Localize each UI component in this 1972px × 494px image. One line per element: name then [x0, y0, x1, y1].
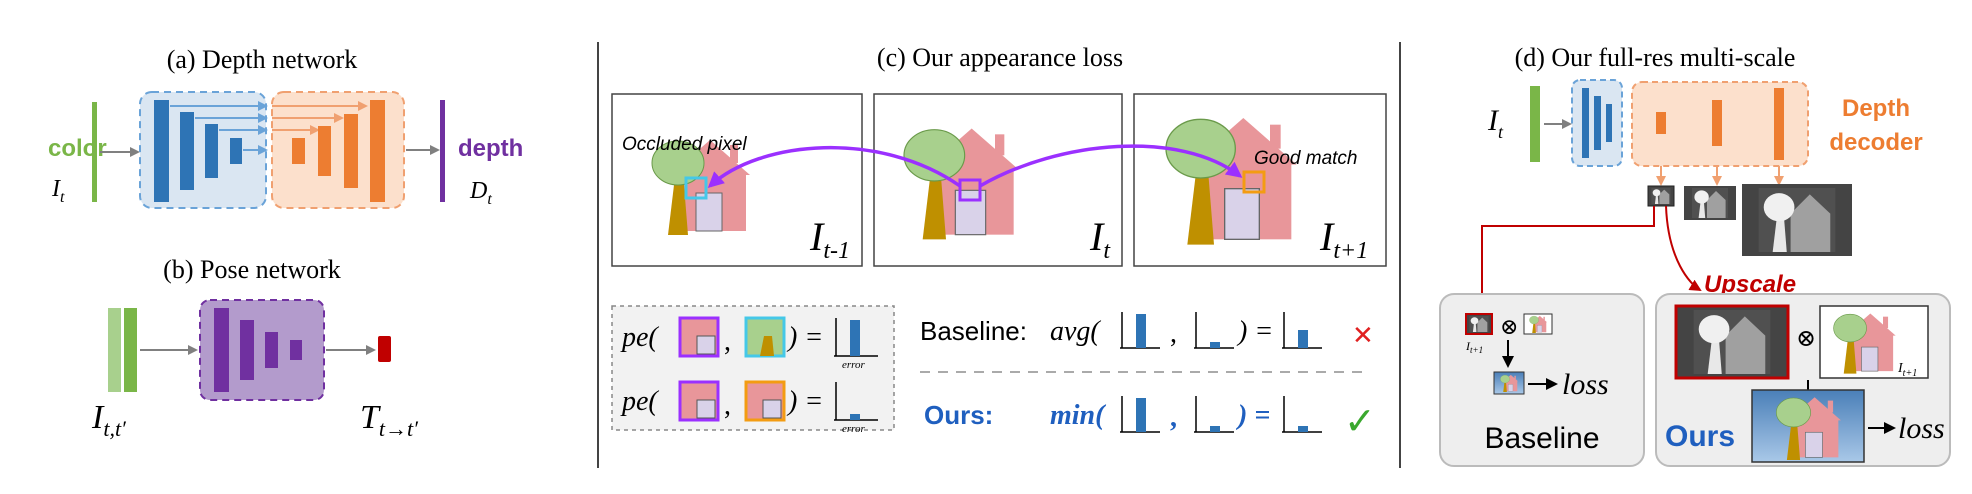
decoder-layer-3	[344, 114, 358, 188]
color-label: color	[48, 135, 107, 162]
panel-a-title: (a) Depth network	[167, 45, 358, 74]
baseline-box-label: Baseline	[1484, 422, 1599, 455]
svg-text:) =: ) =	[1235, 400, 1270, 431]
panel-a-depth-network: (a) Depth network color It depth Dt	[48, 45, 523, 209]
decoder-layer-2	[318, 126, 331, 176]
encoder-layer-2	[180, 112, 194, 190]
panel-c-title: (c) Our appearance loss	[877, 43, 1123, 72]
depth-decoder-label-1: Depth	[1842, 95, 1910, 122]
svg-text:⊗: ⊗	[1796, 326, 1816, 352]
reprojection-arc-left	[707, 145, 962, 189]
pose-layer-1	[214, 308, 229, 392]
panel-d-input-symbol: It	[1487, 104, 1504, 142]
pose-output-symbol: Tt→t′	[360, 399, 419, 441]
svg-text:⊗: ⊗	[1500, 314, 1518, 339]
ours-box-label: Ours	[1665, 420, 1735, 453]
svg-text:It+1: It+1	[1465, 339, 1483, 355]
good-match-label: Good match	[1254, 148, 1358, 169]
pose-input-bar-2	[124, 308, 137, 392]
svg-text:) =: ) =	[786, 322, 823, 353]
cross-icon: ✕	[1352, 320, 1374, 350]
svg-text:error: error	[842, 423, 866, 435]
pose-layer-3	[265, 332, 278, 368]
pe-error-bar-low	[850, 414, 860, 420]
panel-c-appearance-loss: (c) Our appearance loss Occluded pixel I…	[611, 43, 1387, 443]
ours-row: Ours: min( , ) = ✓	[924, 396, 1376, 443]
decoder-skip-arrows	[272, 101, 368, 135]
svg-text:pe(: pe(	[620, 386, 659, 417]
baseline-path-arrow	[1476, 206, 1655, 306]
panel-d-input-bar	[1530, 86, 1540, 162]
check-icon: ✓	[1344, 401, 1376, 443]
pose-input-symbol: It,t′	[91, 399, 127, 441]
depth-output-bar	[440, 100, 445, 202]
decoder-layer-1	[292, 138, 305, 164]
depth-label: depth	[458, 135, 523, 162]
panel-b-title: (b) Pose network	[163, 255, 341, 284]
pe-error-bar-high	[850, 320, 860, 356]
reprojection-arc-right	[979, 144, 1243, 188]
svg-text:min(: min(	[1050, 400, 1106, 431]
ours-loss-label: loss	[1898, 412, 1945, 445]
svg-text:It+1: It+1	[1897, 361, 1917, 379]
depth-encoder-box	[139, 91, 267, 209]
depth-decoder-label-2: decoder	[1829, 129, 1922, 156]
svg-text:,: ,	[1170, 318, 1177, 349]
good-match-marker	[1242, 170, 1266, 194]
panel-b-pose-network: (b) Pose network It,t′ Tt→t′	[91, 255, 419, 441]
upscale-path-arrow	[1665, 205, 1702, 292]
pose-layer-4	[290, 340, 302, 360]
pe-row-occluded: pe( , ) = error	[620, 316, 878, 371]
frame-label-t-minus-1: It-1	[809, 214, 850, 264]
occluded-pixel-marker	[684, 176, 708, 200]
skip-connections	[170, 101, 268, 155]
baseline-row: Baseline: avg( , ) = ✕	[920, 312, 1374, 350]
pose-network-box	[199, 299, 325, 401]
panel-d-title: (d) Our full-res multi-scale	[1515, 43, 1796, 72]
svg-text:Baseline:: Baseline:	[920, 316, 1027, 346]
pose-output-bar	[378, 336, 391, 362]
occluded-pixel-label: Occluded pixel	[622, 134, 747, 155]
svg-text:,: ,	[1170, 402, 1177, 433]
svg-text:) =: ) =	[1236, 316, 1273, 347]
baseline-loss-label: loss	[1562, 368, 1609, 401]
depth-output-symbol: Dt	[469, 178, 492, 208]
frame-label-t-plus-1: It+1	[1319, 214, 1368, 264]
pe-row-match: pe( , ) = error	[620, 380, 878, 435]
pose-layer-2	[240, 320, 254, 380]
target-pixel-marker	[958, 178, 982, 202]
color-input-bar	[92, 102, 97, 202]
baseline-box	[1439, 293, 1645, 467]
svg-text:) =: ) =	[786, 386, 823, 417]
svg-text:error: error	[842, 359, 866, 371]
panel-d-multiscale: (d) Our full-res multi-scale It Depth de…	[1439, 43, 1951, 467]
svg-text:Ours:: Ours:	[924, 400, 993, 430]
svg-text:,: ,	[724, 390, 731, 421]
encoder-layer-3	[205, 124, 218, 178]
decoder-layer-4	[370, 100, 385, 202]
svg-text:pe(: pe(	[620, 322, 659, 353]
svg-text:avg(: avg(	[1050, 316, 1101, 347]
svg-text:,: ,	[724, 326, 731, 357]
encoder-layer-1	[154, 100, 169, 202]
pose-input-bar-1	[108, 308, 121, 392]
input-image-symbol: It	[51, 176, 65, 206]
encoder-layer-4	[230, 138, 242, 164]
frame-label-t: It	[1089, 214, 1111, 264]
